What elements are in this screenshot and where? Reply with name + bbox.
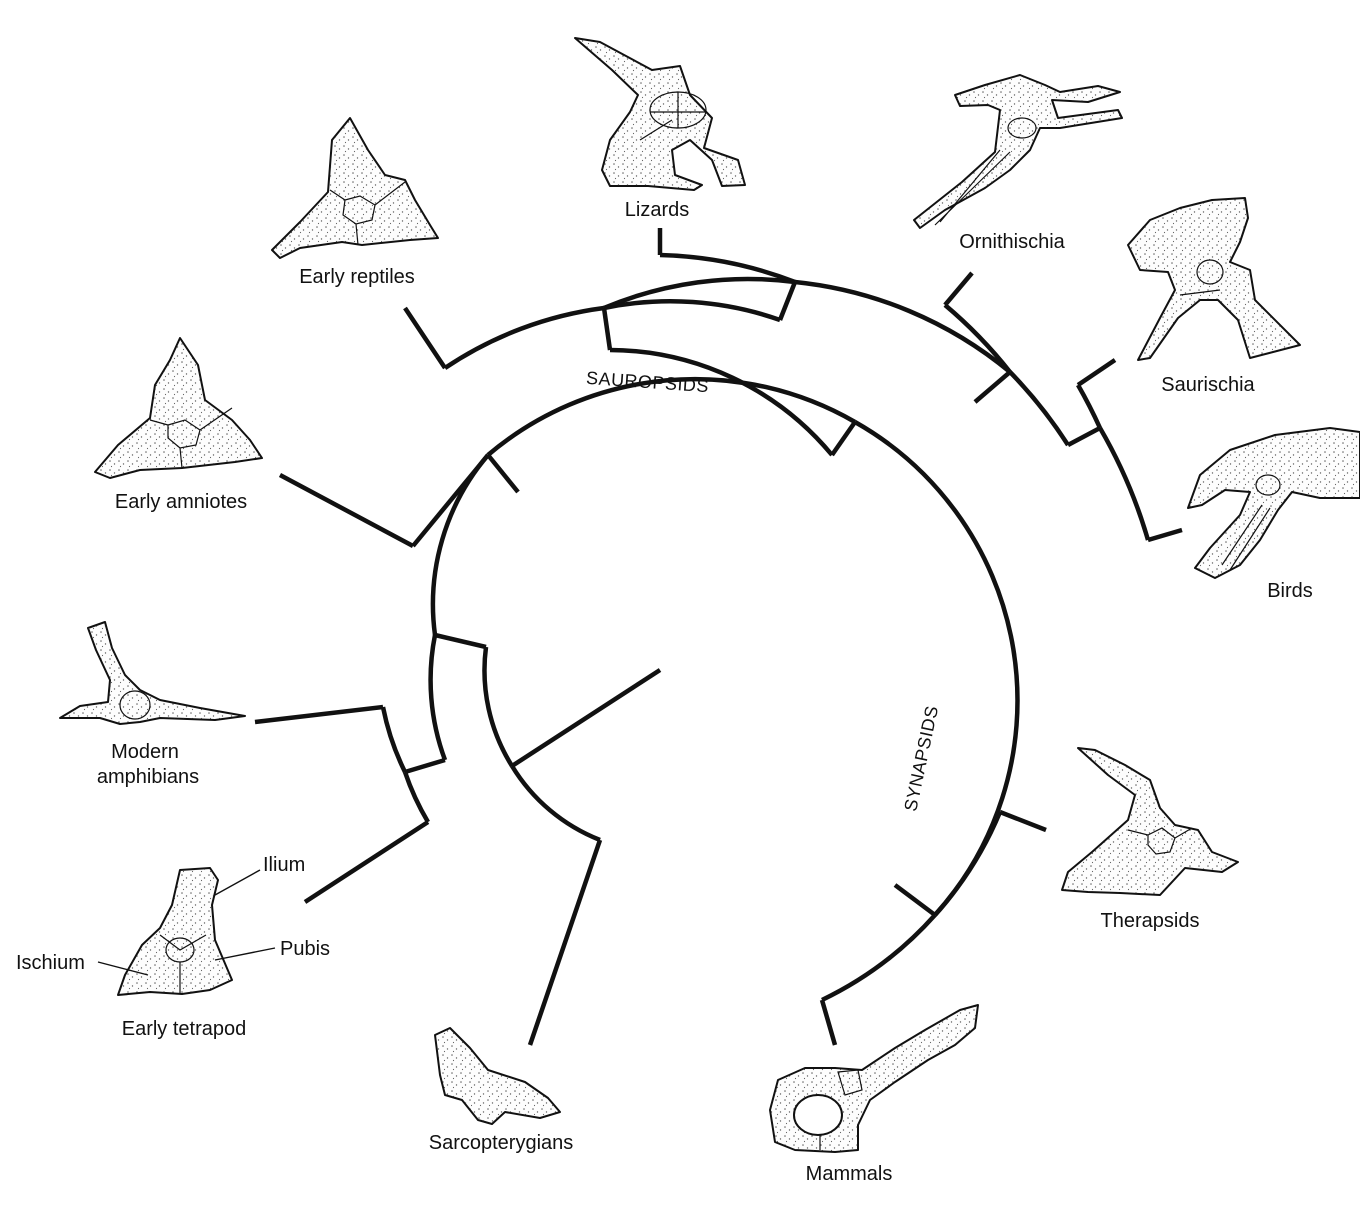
arc-ornithischia [943,303,1012,374]
arc-amniotes [486,376,857,457]
modern-amphibians-pelvis-drawing [59,621,246,725]
label-modern-amphibians-line1: Modern [111,741,179,763]
label-saurischia: Saurischia [1161,374,1255,396]
arc-tetrapods-lower [428,634,448,761]
mammals-pelvis-drawing [769,1004,979,1153]
arc-root-node-lower [510,764,601,843]
arc-archosaurs [794,279,1012,374]
birds-pelvis-drawing [1187,427,1360,579]
arc-reptiles [443,305,605,370]
branch-sarcopterygians [527,839,603,1046]
label-ischium: Ischium [16,952,85,974]
arc-sauropsids [609,347,834,457]
arc-root-node [482,646,514,768]
lizard-pelvis-drawing [574,37,746,191]
root-branch [510,668,662,768]
branch-saurischia [1076,358,1117,387]
branch-therapsids [999,809,1047,833]
early-tetrapod-pelvis-drawing [97,867,276,996]
arc-amphibian-node [380,706,408,773]
stem-synapsids [893,883,937,917]
stem-lizards [659,252,796,285]
stem-amniotes [486,453,520,494]
stem-amphibian-node [404,757,446,775]
saurischia-pelvis-drawing [1127,197,1301,361]
label-early-reptiles: Early reptiles [299,266,415,288]
stem-diapsids [777,281,798,321]
label-birds: Birds [1267,580,1313,602]
arc-synapsids [853,420,1020,917]
sarcopterygians-pelvis-drawing [434,1027,561,1125]
branch-birds [1147,527,1183,543]
branch-mammals [819,999,838,1046]
branch-ornithischia [943,271,974,307]
stem-reptiles [601,307,613,351]
early-amniotes-pelvis-drawing [94,337,263,479]
branch-modern-amphibians [254,704,384,725]
label-ornithischia: Ornithischia [959,231,1065,253]
arc-birds [1098,426,1151,541]
ornithischia-pelvis-drawing [913,74,1123,229]
branch-early-tetrapod [303,820,430,904]
label-therapsids: Therapsids [1100,910,1200,932]
branch-early-reptiles [403,306,447,370]
stem-amniotes-2 [411,453,490,548]
ischium-leader-line [97,961,149,976]
tree-branches [254,228,1183,1046]
pubis-leader-line [214,947,276,961]
arc-therapsids [933,811,1003,917]
stem-dinosaurs [973,370,1012,404]
early-reptiles-pelvis-drawing [271,117,439,259]
arc-reptiles-right [603,276,796,311]
stem-saurischia [1066,426,1102,447]
arc-saurischia-node [1076,383,1103,429]
label-early-amniotes: Early amniotes [114,491,248,513]
arc-amphibian-node-lower [402,771,430,824]
arc-saurischia [1008,370,1070,447]
arc-mammals [821,913,937,1003]
arc-diapsids-left [603,299,781,323]
arc-tetrapods [430,453,490,636]
label-lizards: Lizards [624,199,690,221]
label-early-tetrapod: Early tetrapod [121,1018,247,1040]
branch-early-amniotes [278,473,415,548]
label-sarcopterygians: Sarcopterygians [428,1132,574,1154]
label-pubis: Pubis [280,938,331,960]
label-modern-amphibians-line2: amphibians [96,766,200,788]
ilium-leader-line [214,869,261,896]
label-mammals: Mammals [805,1163,893,1185]
label-ilium: Ilium [263,854,306,876]
stem-tetrapods [434,632,487,650]
therapsids-pelvis-drawing [1061,747,1239,896]
stem-sauropsids [830,420,857,457]
